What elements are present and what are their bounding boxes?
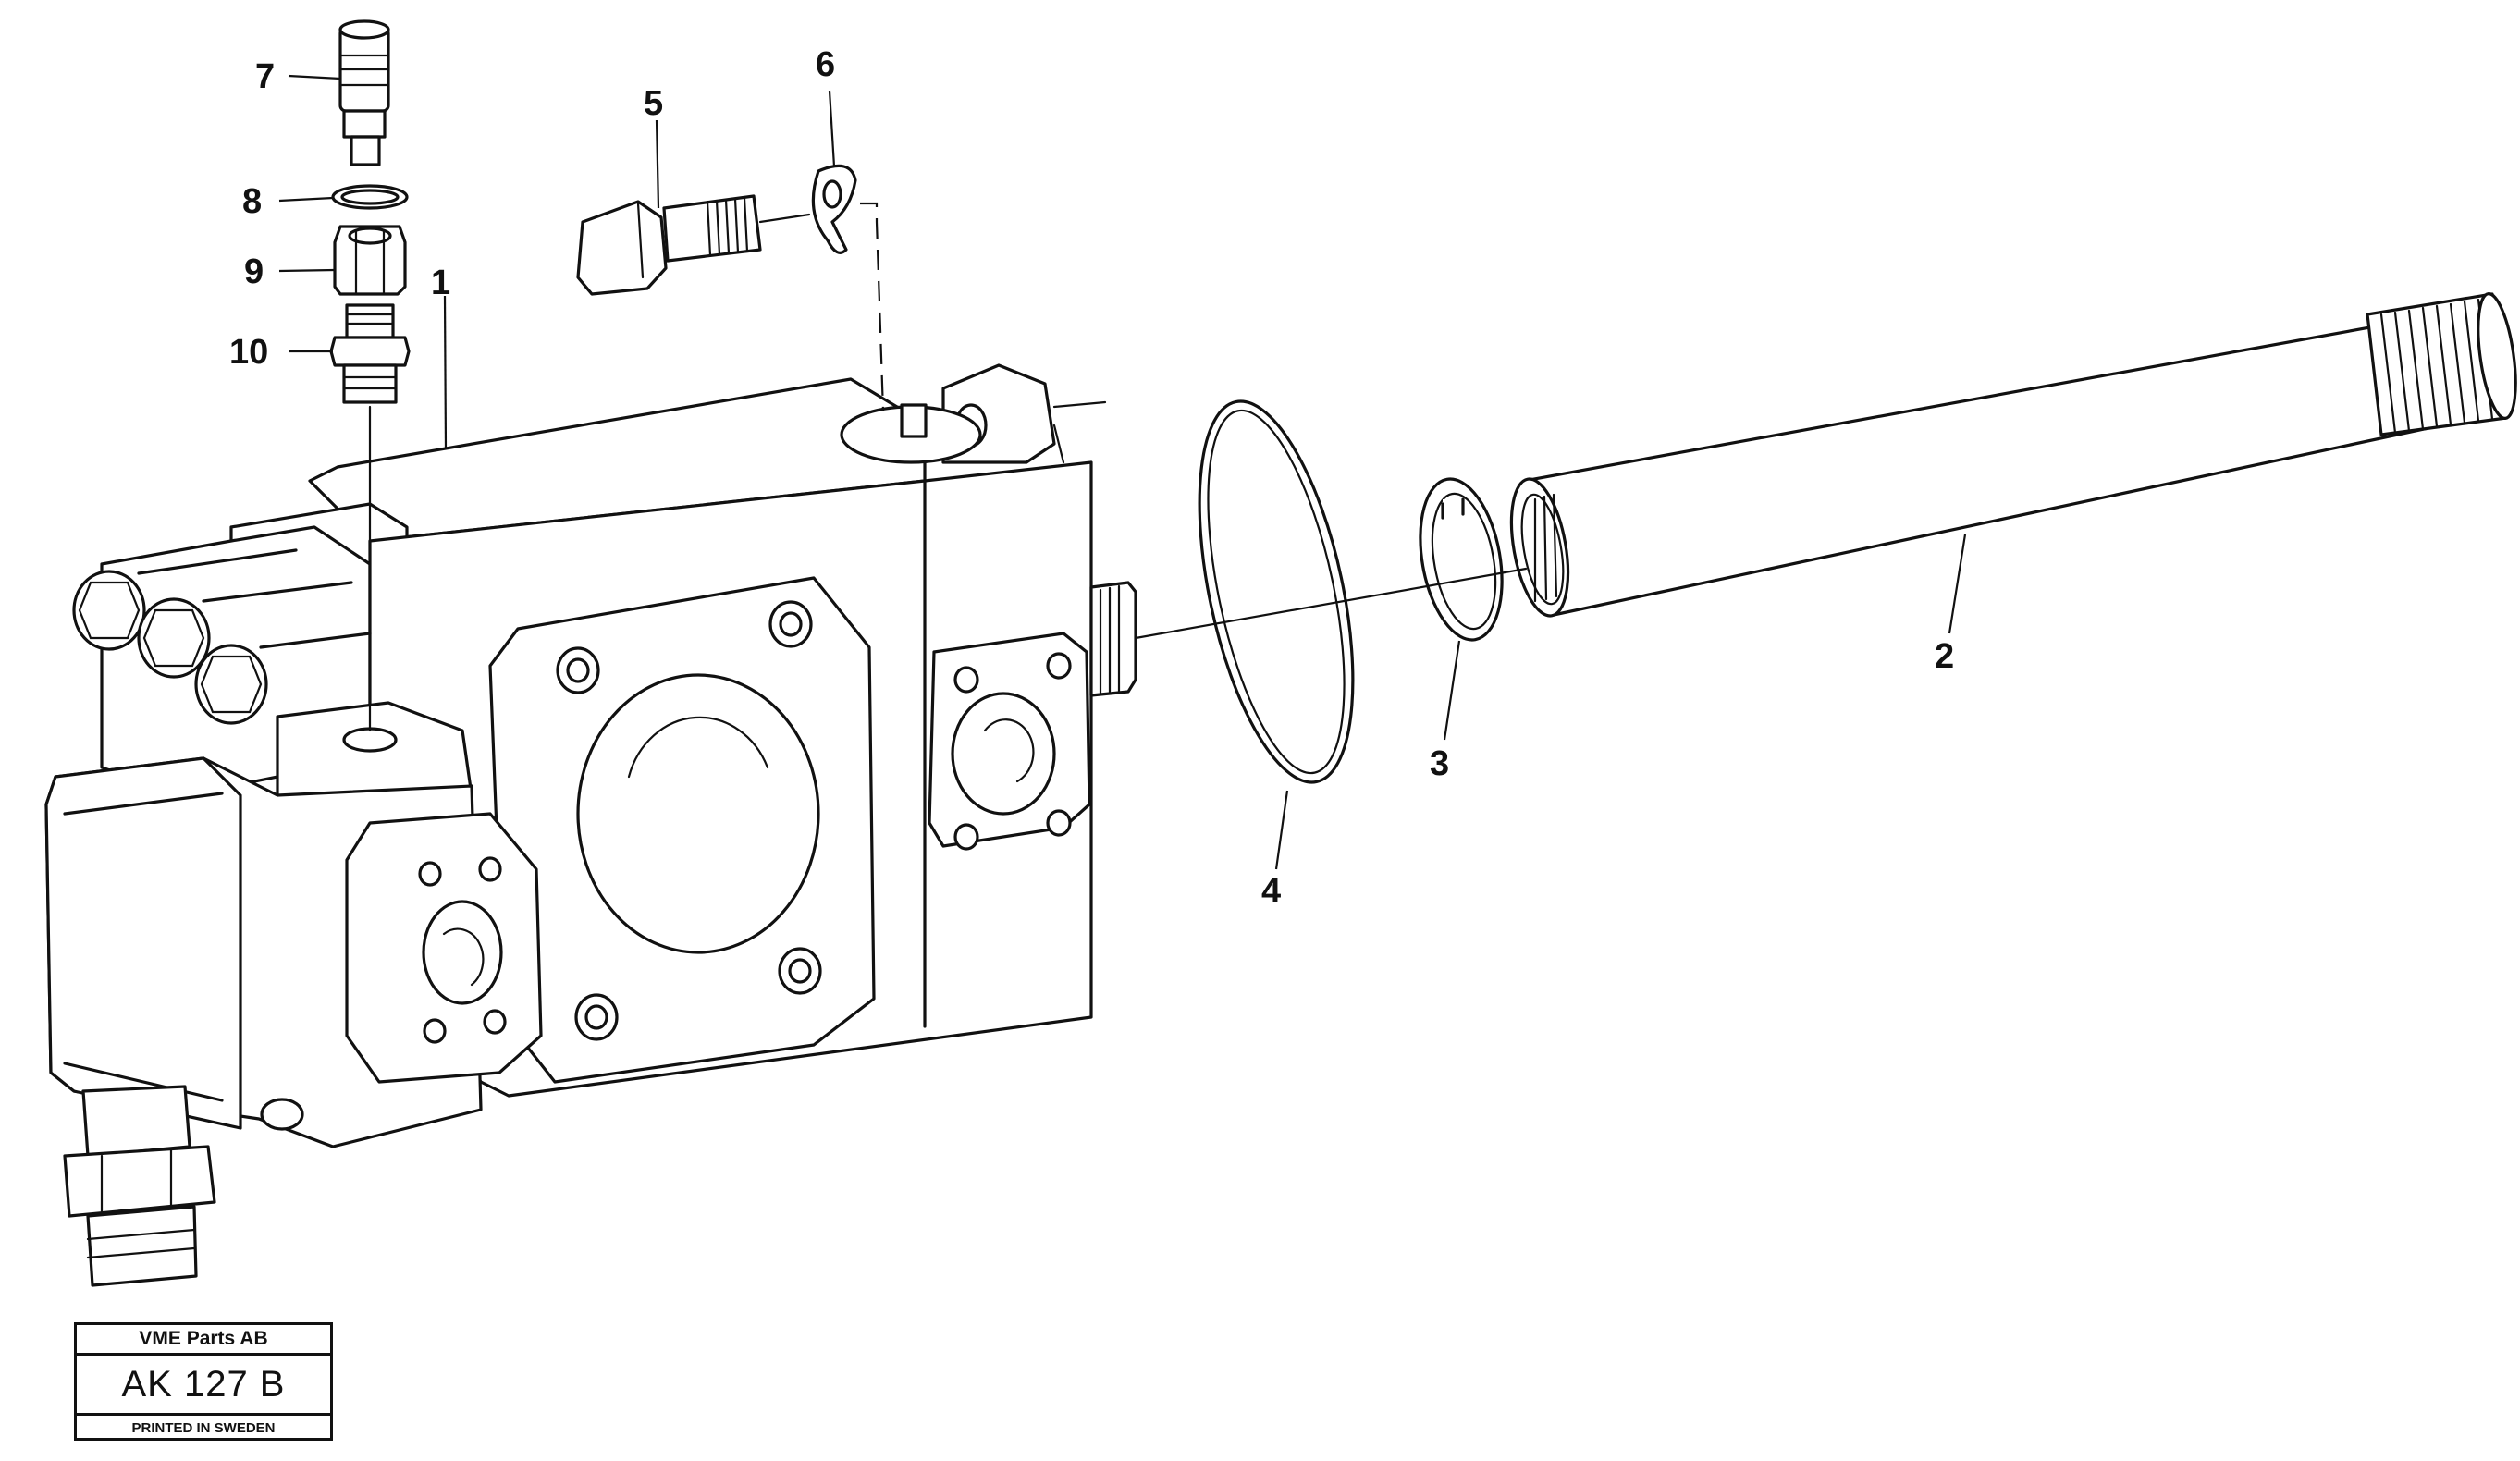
callout-leaders [278, 74, 1967, 870]
callout-7: 7 [255, 57, 275, 96]
callout-2: 2 [1935, 637, 1954, 676]
control-valve-block [44, 701, 543, 1287]
callout-4: 4 [1261, 872, 1281, 911]
stamp-code: AK 127 B [77, 1356, 330, 1416]
callout-labels: 1 2 3 4 5 6 7 8 9 10 [229, 45, 1954, 911]
stamp-company: VME Parts AB [77, 1325, 330, 1356]
title-stamp: VME Parts AB AK 127 B PRINTED IN SWEDEN [74, 1322, 333, 1441]
callout-1: 1 [431, 264, 450, 302]
callout-6: 6 [816, 45, 835, 84]
callout-10: 10 [229, 333, 268, 372]
fitting-stack [329, 19, 411, 732]
o-ring [1198, 399, 1355, 784]
pump-housing [72, 363, 1137, 1098]
stamp-printed: PRINTED IN SWEDEN [131, 1420, 276, 1436]
callout-8: 8 [242, 182, 262, 221]
callout-3: 3 [1430, 744, 1449, 783]
circlip [1419, 477, 1504, 642]
drive-shaft [1509, 292, 2517, 618]
callout-9: 9 [244, 252, 264, 291]
bolt-and-lock-washer [576, 164, 885, 412]
callout-5: 5 [644, 84, 663, 123]
